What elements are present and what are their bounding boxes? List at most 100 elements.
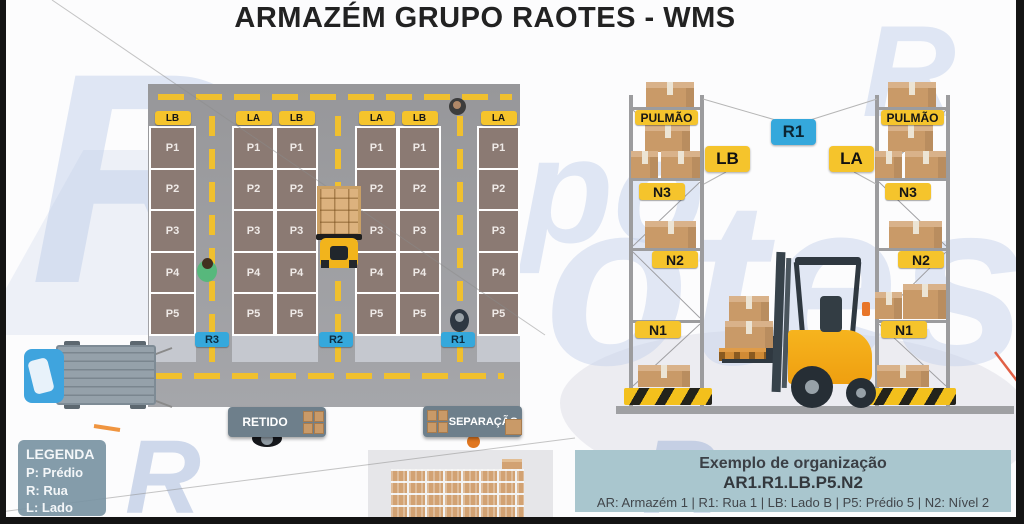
box-icon [438, 410, 448, 421]
building-cell-p2: P2 [234, 169, 273, 210]
forklift-seat [820, 296, 842, 332]
building-cell-p4: P4 [234, 252, 273, 293]
worker-aisle-r1 [450, 306, 469, 333]
rack-shelf [629, 107, 704, 110]
cardboard-box [903, 284, 946, 319]
truck-top-view [22, 338, 162, 410]
cardboard-box [661, 151, 700, 178]
cardboard-box [645, 125, 690, 152]
building-cell-p1: P1 [151, 128, 194, 168]
cardboard-box [889, 221, 942, 248]
building-cell-p5: P5 [151, 294, 194, 334]
building-cell-p2: P2 [151, 169, 194, 210]
fork-blade [722, 359, 778, 363]
forklift-side-view [715, 250, 880, 410]
overhead-guard-post [793, 261, 806, 338]
building-cell-p5: P5 [234, 294, 273, 334]
side-badge-lb-label: LB [716, 149, 739, 168]
forklift-wheel [321, 260, 329, 268]
legend-title: LEGENDA [26, 446, 95, 462]
cardboard-box [888, 125, 933, 152]
rack-post [946, 95, 950, 407]
rack-floor-line [616, 406, 1014, 414]
box-icon [505, 419, 522, 435]
building-cell-p1: P1 [277, 128, 316, 168]
forklift-top-view [315, 184, 365, 268]
level-label-n3: N3 [885, 183, 931, 200]
building-cell-p3: P3 [277, 211, 316, 251]
building-cell-p1: P1 [357, 128, 396, 168]
building-cell-p5: P5 [277, 294, 316, 334]
rack-post [700, 95, 704, 407]
example-caption: AR: Armazém 1 | R1: Rua 1 | LB: Lado B |… [596, 495, 990, 510]
building-cell-p4: P4 [151, 252, 194, 293]
cardboard-box [877, 365, 929, 387]
building-cell-p2: P2 [479, 169, 518, 210]
level-label-n1: N1 [881, 321, 927, 338]
level-label-n2: N2 [898, 251, 944, 268]
side-label-la: LA [480, 111, 517, 125]
rack-post [629, 95, 633, 407]
box-icon [427, 422, 437, 433]
watermark-letter-r3: R [125, 419, 201, 524]
building-cell-p3: P3 [400, 211, 439, 251]
level-label-pulmao: PULMÃO [881, 110, 944, 125]
building-cell-p5: P5 [479, 294, 518, 334]
rack-shelf [875, 178, 950, 181]
cardboard-box [875, 151, 902, 178]
building-cell-p3: P3 [479, 211, 518, 251]
legend-item: L: Lado [26, 500, 73, 516]
box-icon [314, 411, 324, 422]
rack-post [875, 95, 879, 407]
front-wheel-hub [805, 380, 819, 394]
building-cell-p5: P5 [400, 294, 439, 334]
truck-trailer [56, 345, 156, 405]
carried-box [729, 296, 769, 322]
rack-guard-right [868, 388, 956, 405]
cardboard-box [905, 151, 946, 178]
building-cell-p4: P4 [277, 252, 316, 293]
street-badge-r1-label: R1 [782, 122, 805, 141]
overhead-guard-roof [795, 257, 861, 265]
building-cell-p3: P3 [151, 211, 194, 251]
rack-shelf [875, 107, 950, 110]
pallet-top-view [317, 186, 361, 238]
building-cell-p4: P4 [479, 252, 518, 293]
road-dash-bottom [156, 373, 504, 379]
worker-top-road [449, 98, 466, 115]
example-title: Exemplo de organização [699, 455, 887, 472]
street-badge-r1: R1 [441, 332, 475, 347]
building-cell-p2: P2 [277, 169, 316, 210]
rack-guard-left [624, 388, 712, 405]
side-label-lb: LB [154, 111, 191, 125]
rack-shelf [629, 178, 704, 181]
box-pile [391, 469, 524, 517]
cardboard-box [645, 221, 696, 248]
side-badge-la: LA [829, 146, 874, 172]
building-cell-p4: P4 [400, 252, 439, 293]
rear-light [862, 302, 870, 316]
side-label-lb: LB [401, 111, 438, 125]
side-label-lb: LB [278, 111, 315, 125]
box-icon [314, 423, 324, 434]
level-label-pulmao: PULMÃO [635, 110, 698, 125]
building-cell-p1: P1 [234, 128, 273, 168]
fork-carriage [766, 336, 776, 362]
frame-left [0, 0, 6, 524]
building-cell-p1: P1 [479, 128, 518, 168]
aisle-dash-r3 [209, 116, 215, 362]
street-badge-r1-side: R1 [771, 119, 816, 145]
rear-wheel-hub [856, 388, 866, 398]
legend-box: LEGENDA P: Prédio R: Rua L: Lado [18, 440, 106, 516]
side-badge-la-label: LA [840, 149, 863, 168]
rack-base [355, 336, 441, 362]
box-icon [303, 423, 313, 434]
cardboard-box [638, 365, 690, 387]
cardboard-box [646, 82, 694, 107]
building-cell-p5: P5 [357, 294, 396, 334]
cardboard-box [631, 151, 658, 178]
